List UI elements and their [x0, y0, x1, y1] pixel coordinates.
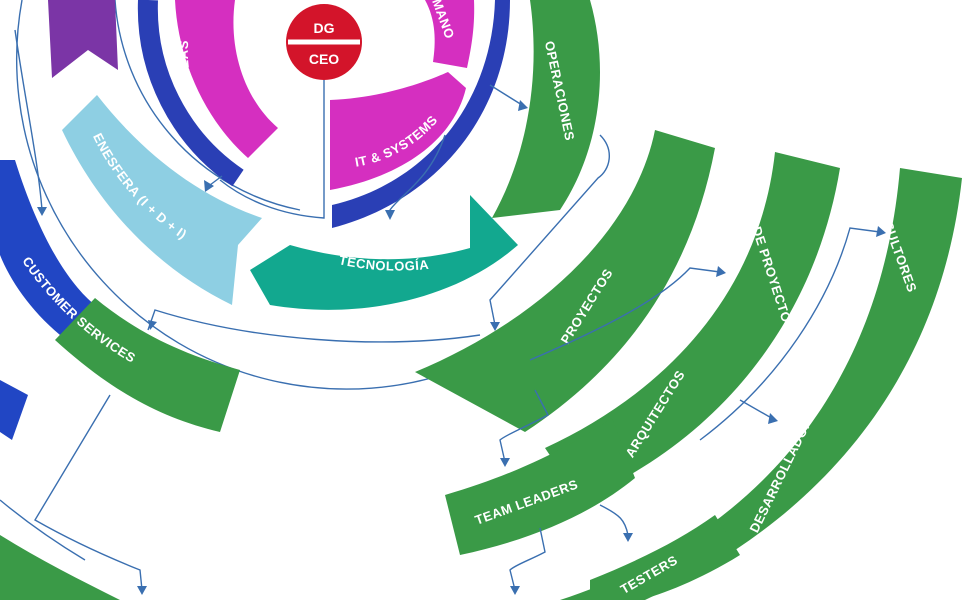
dg-label: DG — [314, 20, 335, 36]
arq-to-desa-connector — [739, 399, 776, 421]
admon-blue-ring — [137, 0, 244, 187]
oper-arrow-line — [489, 84, 523, 106]
left-connector-1 — [14, 29, 43, 211]
bottom-left-green — [0, 535, 120, 600]
it-blue-ring — [332, 0, 510, 228]
bottom-left-line — [0, 499, 86, 561]
admon-inner-line — [159, 0, 245, 167]
ceo-to-id-connector — [209, 175, 223, 186]
purple-unit-segment — [48, 0, 118, 78]
arrowheads — [37, 100, 886, 595]
admon-segment — [175, 0, 278, 158]
ceo-connector — [219, 80, 325, 219]
team-to-desa-connector — [599, 504, 629, 536]
bottom-left-blue — [0, 380, 28, 440]
consultores-segment — [560, 168, 962, 600]
team-to-testers-connector — [509, 527, 546, 591]
testers-segment — [590, 515, 740, 600]
ceo-label: CEO — [309, 51, 339, 67]
jefes-segment — [545, 152, 840, 500]
tecnologia-segment — [250, 195, 518, 310]
ceo-node[interactable]: DG CEO — [286, 4, 362, 80]
it-segment — [330, 72, 466, 190]
tecnologia-connector — [389, 134, 446, 218]
left-connector-2 — [147, 309, 481, 343]
proyectos-to-jefes-connector — [529, 267, 721, 361]
rrhh-segment — [425, 0, 475, 68]
proyectos-to-team-connector — [499, 389, 549, 463]
operaciones-segment — [492, 0, 600, 218]
id-segment — [62, 95, 262, 305]
operaciones-connector — [489, 134, 610, 326]
team-leaders-segment — [445, 418, 635, 555]
outer-ring-line-2 — [114, 0, 301, 211]
customer-blue-part — [0, 160, 95, 335]
jefes-to-consultores-connector — [699, 227, 881, 441]
customer-segment — [55, 298, 240, 432]
proyectos-segment — [415, 130, 715, 432]
customer-down-connector — [34, 394, 143, 591]
